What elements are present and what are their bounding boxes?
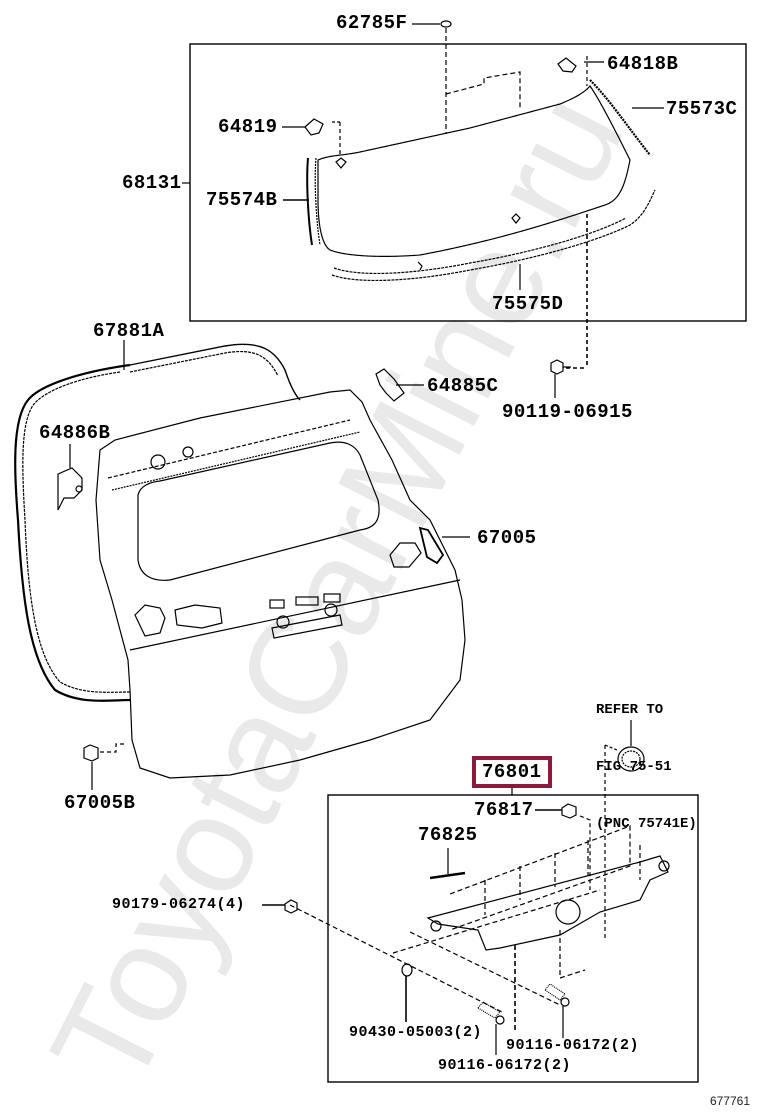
callout-90119-06915[interactable]: 90119-06915: [502, 401, 633, 423]
callout-64886B[interactable]: 64886B: [39, 422, 111, 444]
refer-note-line1: REFER TO: [596, 702, 664, 718]
callout-90430-05003[interactable]: 90430-05003(2): [349, 1024, 483, 1041]
figure-number: 677761: [709, 1094, 750, 1108]
callout-90179-06274[interactable]: 90179-06274(4): [112, 896, 246, 913]
refer-note-line3: (PNC 75741E): [596, 816, 697, 832]
callout-67881A[interactable]: 67881A: [93, 320, 165, 342]
callout-68131[interactable]: 68131: [122, 172, 182, 194]
callout-90116-06172-right[interactable]: 90116-06172(2): [506, 1037, 640, 1054]
callout-75573C[interactable]: 75573C: [666, 98, 738, 120]
callout-67005B[interactable]: 67005B: [64, 792, 136, 814]
callout-67005[interactable]: 67005: [477, 527, 537, 549]
callout-90116-06172-left[interactable]: 90116-06172(2): [438, 1057, 572, 1074]
highlighted-part-box[interactable]: 76801: [472, 756, 552, 788]
callout-75574B[interactable]: 75574B: [206, 189, 278, 211]
callout-64819[interactable]: 64819: [218, 116, 278, 138]
glass-group-box: [189, 43, 747, 322]
refer-note: REFER TO FIG 75-51 (PNC 75741E): [596, 663, 697, 872]
callout-76801[interactable]: 76801: [482, 761, 542, 783]
refer-note-line2: FIG 75-51: [596, 759, 672, 775]
callout-62785F[interactable]: 62785F: [336, 12, 408, 34]
callout-64885C[interactable]: 64885C: [427, 375, 499, 397]
callout-76825[interactable]: 76825: [418, 824, 478, 846]
callout-75575D[interactable]: 75575D: [492, 293, 564, 315]
garnish-group-box: [327, 794, 699, 1083]
callout-64818B[interactable]: 64818B: [607, 53, 679, 75]
callout-76817[interactable]: 76817: [474, 799, 534, 821]
